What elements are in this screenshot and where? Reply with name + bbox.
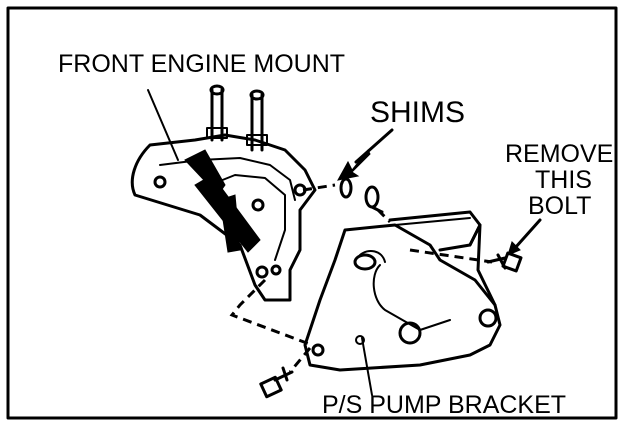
remove-bolt-label-line1: REMOVE xyxy=(505,140,613,168)
dash-mount-to-shims xyxy=(302,183,336,192)
lower-bolt xyxy=(259,366,294,399)
ps-pump-bracket-label: P/S PUMP BRACKET xyxy=(322,391,566,419)
remove-bolt-arrow xyxy=(513,218,542,250)
remove-bolt-label-line3: BOLT xyxy=(528,192,591,220)
mount-leader-line xyxy=(147,89,179,161)
remove-bolt xyxy=(486,251,523,273)
remove-bolt-label-line2: THIS xyxy=(535,166,592,194)
front-engine-mount xyxy=(130,84,317,302)
border-frame xyxy=(6,6,618,420)
shims xyxy=(339,177,384,214)
dash-shims-to-bracket xyxy=(376,208,392,224)
shims-label: SHIMS xyxy=(370,96,465,129)
dash-bracket-to-bolt xyxy=(288,347,312,373)
front-engine-mount-label: FRONT ENGINE MOUNT xyxy=(58,50,345,78)
bracket-leader-line xyxy=(361,337,373,396)
dash-mount-to-bolt xyxy=(229,278,313,347)
ps-pump-bracket xyxy=(303,210,502,372)
